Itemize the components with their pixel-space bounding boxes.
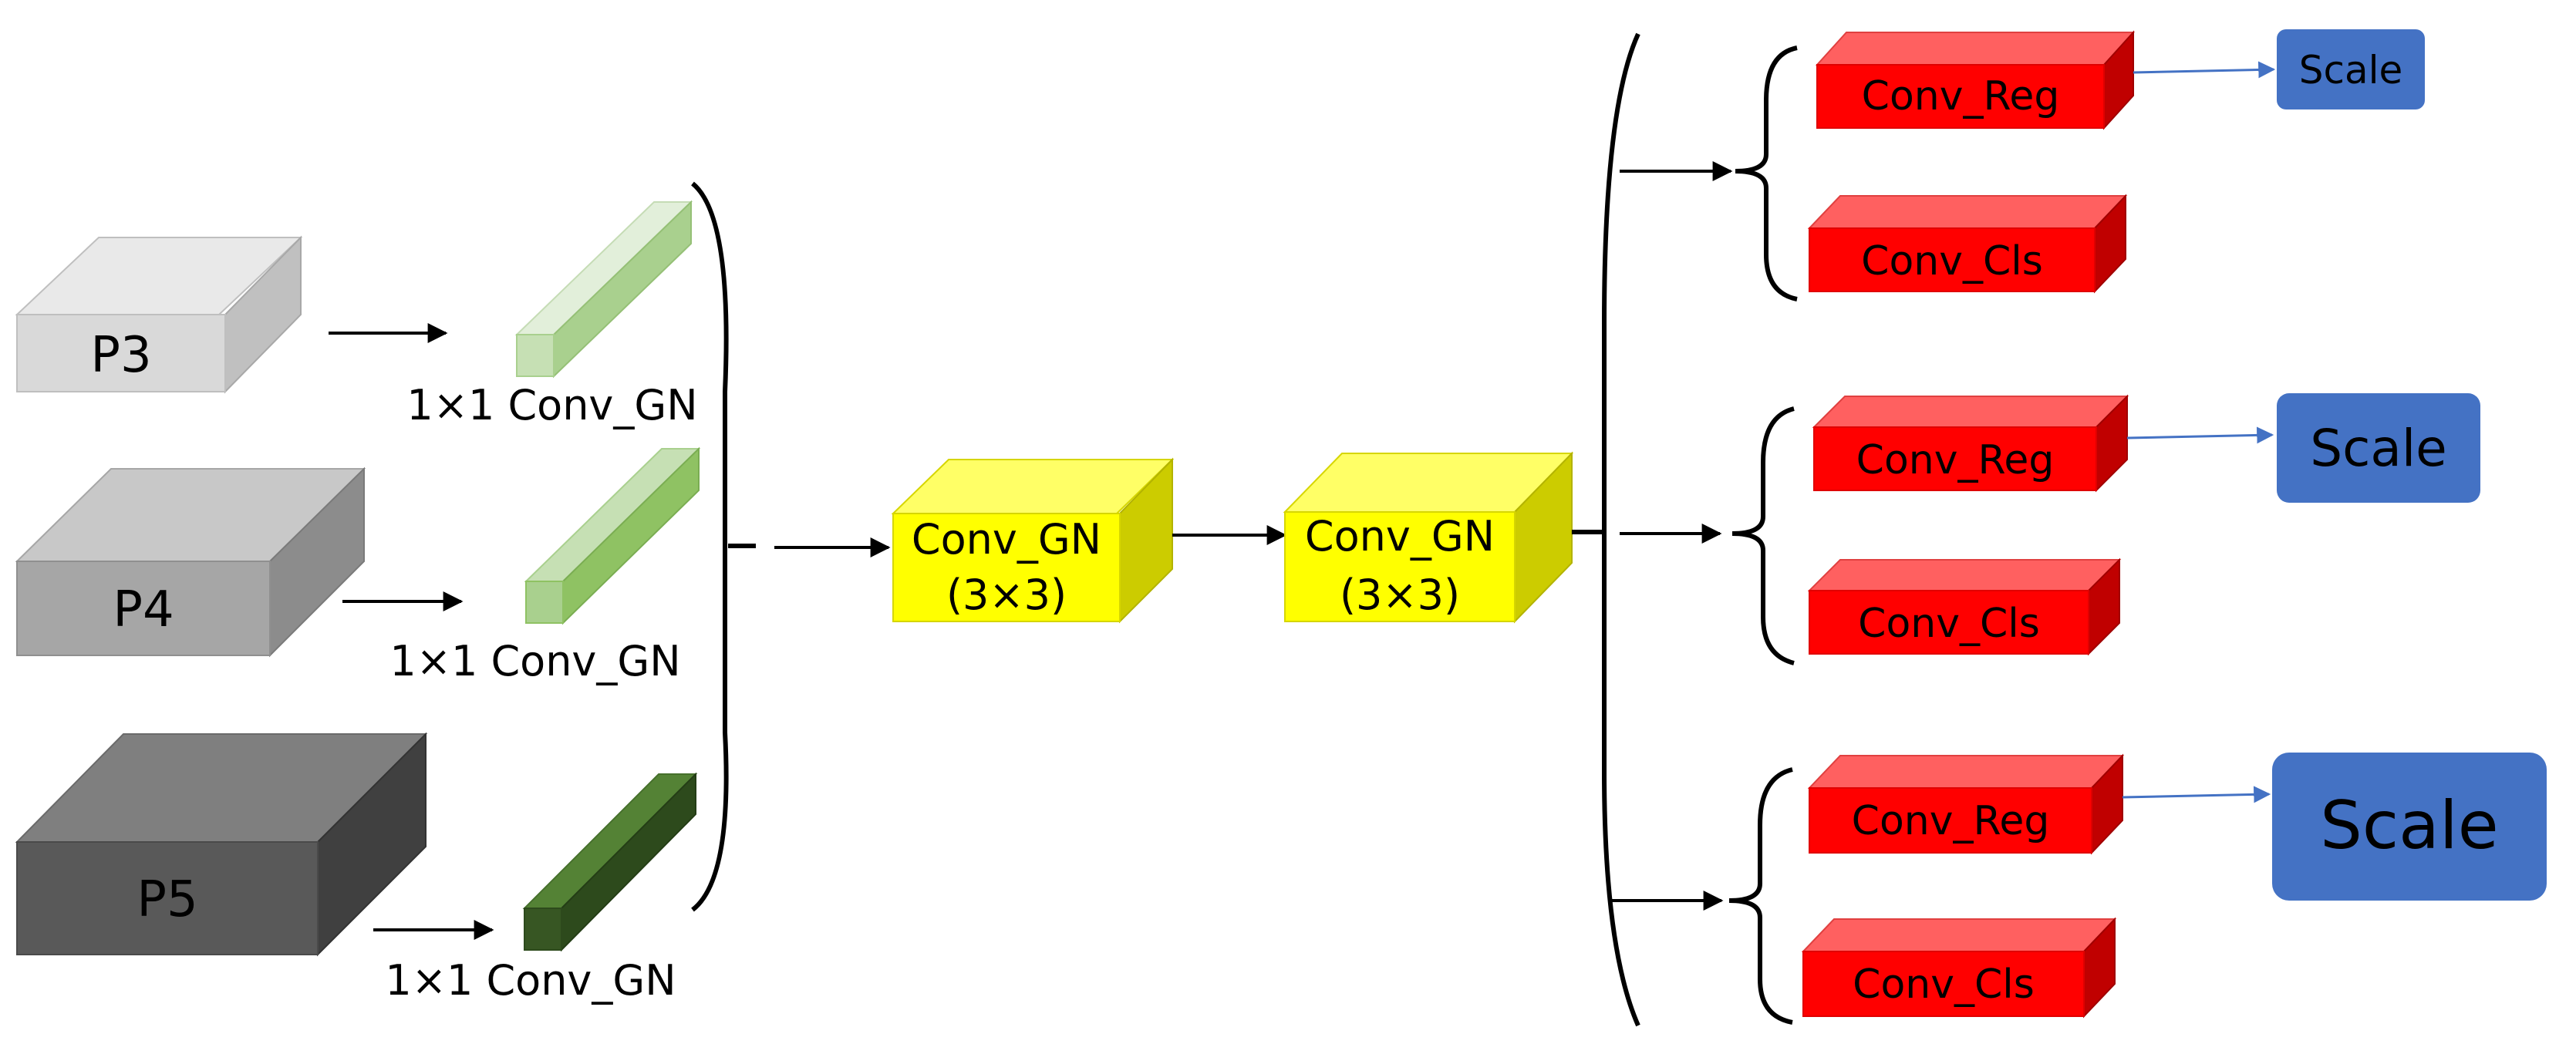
- head-2-reg-front: [1813, 426, 2097, 491]
- shared-conv-1-front: [892, 513, 1121, 622]
- input-p4-front: [16, 561, 271, 656]
- head-3-conv-reg: Conv_Reg: [1807, 753, 2125, 855]
- concat-bracket: [691, 181, 729, 912]
- head-1-cls-label: Conv_Cls: [1861, 238, 2043, 285]
- shared-conv-2-front: [1284, 511, 1516, 622]
- head-2-brace: [1731, 406, 1795, 665]
- head-2-arrow-to-scale: [2126, 426, 2274, 444]
- head-2-conv-reg: Conv_Reg: [1812, 394, 2129, 493]
- proj-p5-front: [524, 908, 562, 951]
- input-p4: P4: [15, 466, 366, 658]
- input-p5-front: [16, 841, 319, 955]
- shared-conv-2-label: Conv_GN: [1305, 512, 1495, 561]
- head-1-cls-front: [1809, 227, 2096, 292]
- input-p5-label: P5: [137, 871, 197, 928]
- head-2-scale-label: Scale: [2310, 419, 2447, 478]
- head-1-scale-label: Scale: [2299, 48, 2403, 93]
- head-2-cls-top: [1807, 559, 2122, 591]
- proj-p5-label: 1×1 Conv_GN: [385, 956, 676, 1005]
- head-1-reg-label: Conv_Reg: [1862, 73, 2060, 120]
- shared-conv-2-kernel: (3×3): [1340, 571, 1460, 619]
- heads-bracket: [1602, 32, 1640, 1027]
- shared-conv-2: Conv_GN (3×3): [1283, 451, 1574, 624]
- head-3-cls-top: [1801, 918, 2117, 952]
- proj-conv-p4: [524, 446, 701, 625]
- head-2-cls-label: Conv_Cls: [1858, 601, 2040, 647]
- input-p3-front: [16, 314, 226, 392]
- proj-p3-label: 1×1 Conv_GN: [406, 381, 697, 429]
- input-p3-label: P3: [90, 327, 151, 384]
- shared-conv-1: Conv_GN (3×3): [891, 457, 1175, 624]
- head-1-conv-reg: Conv_Reg: [1815, 30, 2136, 130]
- input-p3: P3: [15, 235, 303, 394]
- head-3-scale-label: Scale: [2320, 787, 2498, 864]
- head-2-reg-top: [1812, 396, 2129, 428]
- head-1-reg-top: [1815, 32, 2136, 66]
- head-3-brace: [1728, 767, 1793, 1025]
- head-1-scale-box: [2277, 29, 2425, 109]
- shared-conv-1-kernel: (3×3): [946, 571, 1067, 619]
- head-3-reg-label: Conv_Reg: [1852, 798, 2050, 844]
- input-p4-label: P4: [113, 581, 174, 638]
- head-1-conv-cls: Conv_Cls: [1807, 194, 2128, 294]
- head-1-scale: Scale: [2277, 29, 2425, 109]
- input-p5: P5: [15, 732, 428, 957]
- head-3-reg-front: [1809, 787, 2092, 854]
- head-3-cls-front: [1802, 951, 2085, 1017]
- proj-p4-front: [525, 581, 564, 624]
- head-2-scale-box: [2277, 393, 2480, 503]
- head-3-conv-cls: Conv_Cls: [1801, 917, 2117, 1019]
- head-2-reg-label: Conv_Reg: [1856, 437, 2055, 483]
- head-3-scale-box: [2272, 753, 2547, 901]
- head-3-scale: Scale: [2272, 753, 2547, 901]
- head-1-reg-front: [1816, 64, 2105, 129]
- head-3-cls-label: Conv_Cls: [1853, 961, 2035, 1008]
- head-1-cls-top: [1807, 195, 2128, 229]
- proj-p3-front: [516, 334, 555, 377]
- proj-conv-p5: [522, 772, 698, 952]
- proj-conv-p3: [514, 200, 693, 379]
- head-3-reg-top: [1807, 755, 2125, 789]
- head-3-arrow-to-scale: [2122, 786, 2271, 803]
- head-2-scale: Scale: [2277, 393, 2480, 503]
- head-2-conv-cls: Conv_Cls: [1807, 557, 2122, 656]
- shared-conv-1-label: Conv_GN: [912, 515, 1101, 564]
- head-1-arrow-to-scale: [2133, 61, 2276, 79]
- proj-p4-label: 1×1 Conv_GN: [389, 637, 680, 685]
- head-2-cls-front: [1809, 590, 2089, 655]
- head-1-brace: [1735, 45, 1798, 301]
